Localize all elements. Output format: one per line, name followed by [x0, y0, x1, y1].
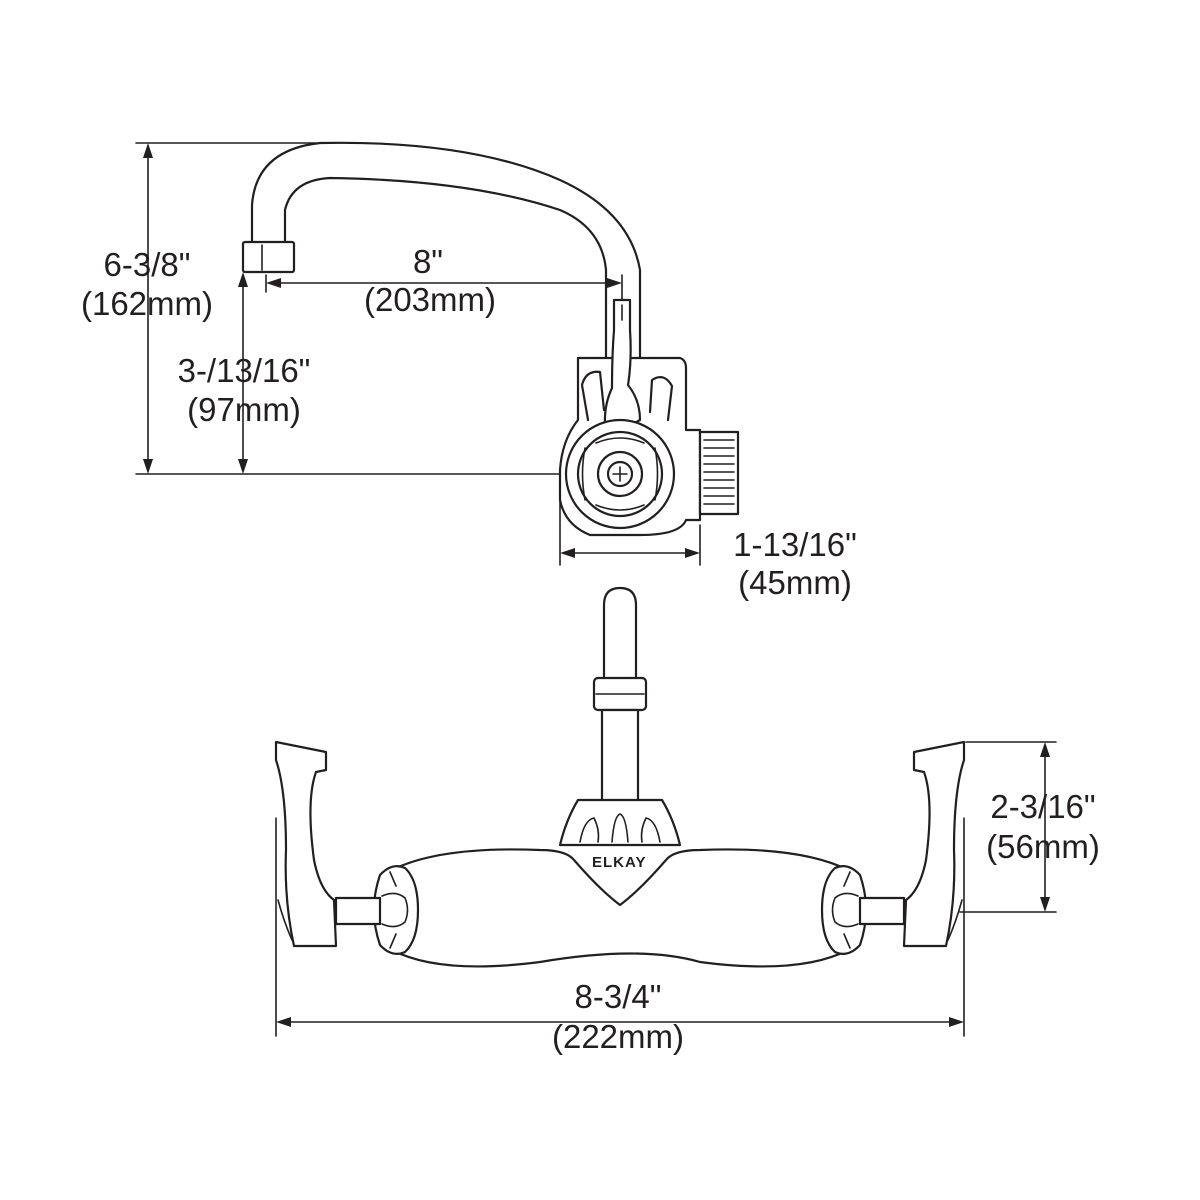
threaded-inlet	[698, 430, 740, 516]
front-view-spout	[592, 586, 648, 804]
side-view-spout	[241, 141, 642, 362]
handle-height-metric: (56mm)	[986, 828, 1100, 865]
right-end-cap	[820, 865, 868, 955]
handle-height-imperial: 2-3/16"	[990, 788, 1095, 825]
spout-reach-metric: (203mm)	[364, 281, 496, 318]
left-end-cap	[372, 865, 420, 955]
brand-logo: ELKAY	[592, 854, 646, 871]
dimension-labels: 6-3/8" (162mm) 8" (203mm) 3-/13/16" (97m…	[81, 243, 1100, 1055]
body-depth-metric: (45mm)	[738, 564, 852, 601]
aerator-tip	[241, 240, 296, 274]
spout-height-metric: (97mm)	[187, 391, 301, 428]
side-view	[135, 141, 740, 566]
right-lever-handle	[858, 740, 966, 948]
front-view-body: ELKAY	[378, 848, 862, 968]
front-view: ELKAY	[274, 586, 1057, 1037]
spout-reach-imperial: 8"	[413, 243, 443, 280]
front-view-center-mount	[558, 798, 682, 847]
overall-height-imperial: 6-3/8"	[104, 246, 191, 283]
front-view-dimension-lines	[275, 741, 1057, 1037]
overall-width-imperial: 8-3/4"	[575, 978, 662, 1015]
side-view-valve-body	[558, 298, 740, 537]
overall-width-metric: (222mm)	[552, 1018, 684, 1055]
spout-height-imperial: 3-/13/16"	[178, 352, 311, 389]
body-depth-imperial: 1-13/16"	[733, 526, 857, 563]
overall-height-metric: (162mm)	[81, 285, 213, 322]
side-view-dimension-lines	[135, 142, 701, 566]
left-lever-handle	[274, 740, 382, 948]
handle-screw	[606, 460, 634, 488]
